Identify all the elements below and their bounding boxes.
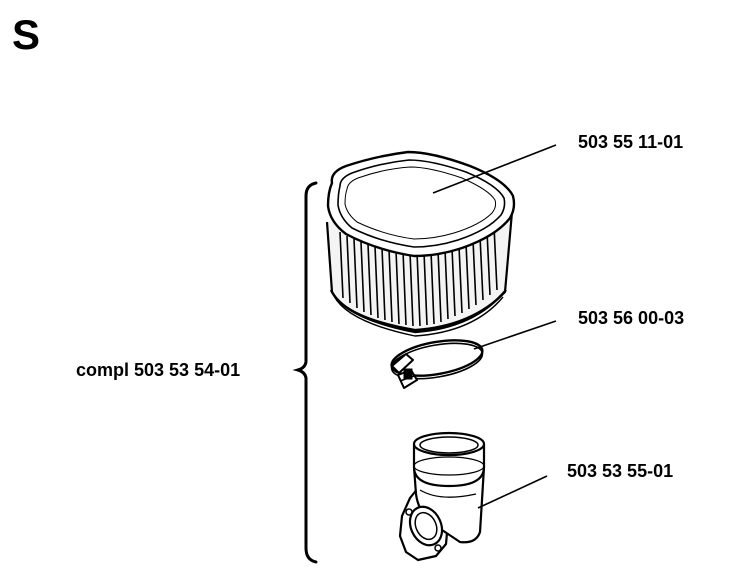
leader-line-hose-clamp [473,320,557,350]
elbow-part-number: 503 53 55-01 [567,461,674,481]
kit-bracket [292,181,318,564]
hose-clamp-part-number: 503 56 00-03 [578,308,685,328]
leader-line-elbow [477,475,548,509]
complete-kit-part-number: compl 503 53 54-01 [76,360,241,380]
leader-line-air-filter [432,144,557,194]
hose-clamp-drawing [390,339,484,389]
air-filter-drawing [325,150,516,337]
air-filter-part-number: 503 55 11-01 [578,132,684,152]
elbow-drawing [398,431,486,562]
leader-lines [432,144,557,509]
section-letter: S [12,11,41,58]
